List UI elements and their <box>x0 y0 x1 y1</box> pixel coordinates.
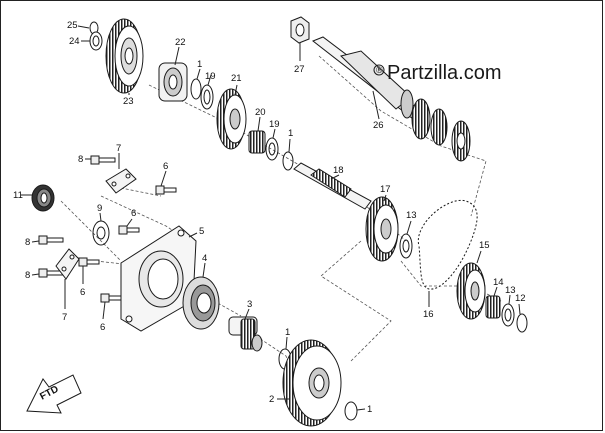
callout-4: 4 <box>202 253 207 264</box>
watermark: ® Partzilla.com <box>373 62 501 84</box>
callout-1-c: 1 <box>285 327 290 338</box>
callout-20: 20 <box>255 107 266 118</box>
bolt-6-b <box>118 225 140 235</box>
callout-16: 16 <box>423 309 434 320</box>
callout-7-a: 7 <box>116 143 121 154</box>
gear-17 <box>365 196 399 262</box>
callout-24: 24 <box>69 36 80 47</box>
callout-19-a: 19 <box>205 71 216 82</box>
gear-15 <box>456 262 486 320</box>
gear-2 <box>282 339 342 427</box>
ball-bearing-4 <box>182 276 220 330</box>
callout-9: 9 <box>97 203 102 214</box>
callout-22: 22 <box>175 37 186 48</box>
callout-6-d: 6 <box>100 322 105 333</box>
bolt-6-c <box>78 257 100 267</box>
washer-19-mid <box>265 137 279 161</box>
callout-21: 21 <box>231 73 242 84</box>
callout-3: 3 <box>247 299 252 310</box>
callout-5: 5 <box>199 226 204 237</box>
main-shaft-18 <box>293 162 372 210</box>
bearing-housing-5 <box>120 225 197 332</box>
callout-6-c: 6 <box>80 287 85 298</box>
callout-1-d: 1 <box>367 404 372 415</box>
washer-13-mid <box>399 233 413 259</box>
washer-19-top <box>200 84 214 110</box>
needle-bearing-14 <box>485 295 501 319</box>
callout-18: 18 <box>333 165 344 176</box>
callout-15: 15 <box>479 240 490 251</box>
callout-25: 25 <box>67 20 78 31</box>
watermark-text: Partzilla.com <box>387 62 501 84</box>
callout-11: 11 <box>13 190 23 201</box>
callout-8-c: 8 <box>25 270 30 281</box>
callout-23: 23 <box>123 96 134 107</box>
front-direction-arrow: FTD <box>26 374 82 414</box>
callout-13-a: 13 <box>406 210 417 221</box>
plate-7-top <box>105 168 137 194</box>
callout-6-b: 6 <box>131 208 136 219</box>
bolt-8-mid <box>38 235 64 245</box>
bolt-6-d <box>100 293 122 303</box>
callout-19-b: 19 <box>269 119 280 130</box>
callout-26: 26 <box>373 120 384 131</box>
callout-8-a: 8 <box>78 154 83 165</box>
nut-27 <box>290 16 310 44</box>
countershaft-26 <box>312 36 471 162</box>
bolt-6-a <box>155 185 177 195</box>
callout-17: 17 <box>380 184 391 195</box>
callout-7-b: 7 <box>62 312 67 323</box>
circlip-1-top <box>190 78 202 100</box>
callout-1-b: 1 <box>288 128 293 139</box>
circlip-12 <box>516 313 528 333</box>
hub-22 <box>158 62 188 102</box>
callout-labels: 25 24 23 22 1 19 21 20 19 1 27 26 18 17 … <box>13 20 526 415</box>
gear-21 <box>216 88 247 150</box>
callout-2: 2 <box>269 394 274 405</box>
oil-seal-11 <box>31 184 55 212</box>
circlip-1-mid <box>282 151 294 171</box>
callout-14: 14 <box>493 277 504 288</box>
callout-13-b: 13 <box>505 285 516 296</box>
output-shaft-3 <box>228 316 263 352</box>
circlip-1-bottom <box>344 401 358 421</box>
bolt-8-top <box>90 155 116 165</box>
washer-24-25 <box>89 21 103 51</box>
callout-8-b: 8 <box>25 237 30 248</box>
needle-bearing-20 <box>248 130 266 154</box>
watermark-registered: ® <box>376 65 383 75</box>
callout-27: 27 <box>294 64 305 75</box>
chain-16 <box>417 199 479 291</box>
callout-1-a: 1 <box>197 59 202 70</box>
gear-23 <box>105 18 144 94</box>
leader-lines <box>21 25 521 411</box>
callout-12: 12 <box>515 293 526 304</box>
callout-6-a: 6 <box>163 161 168 172</box>
washer-13-right <box>501 303 515 327</box>
